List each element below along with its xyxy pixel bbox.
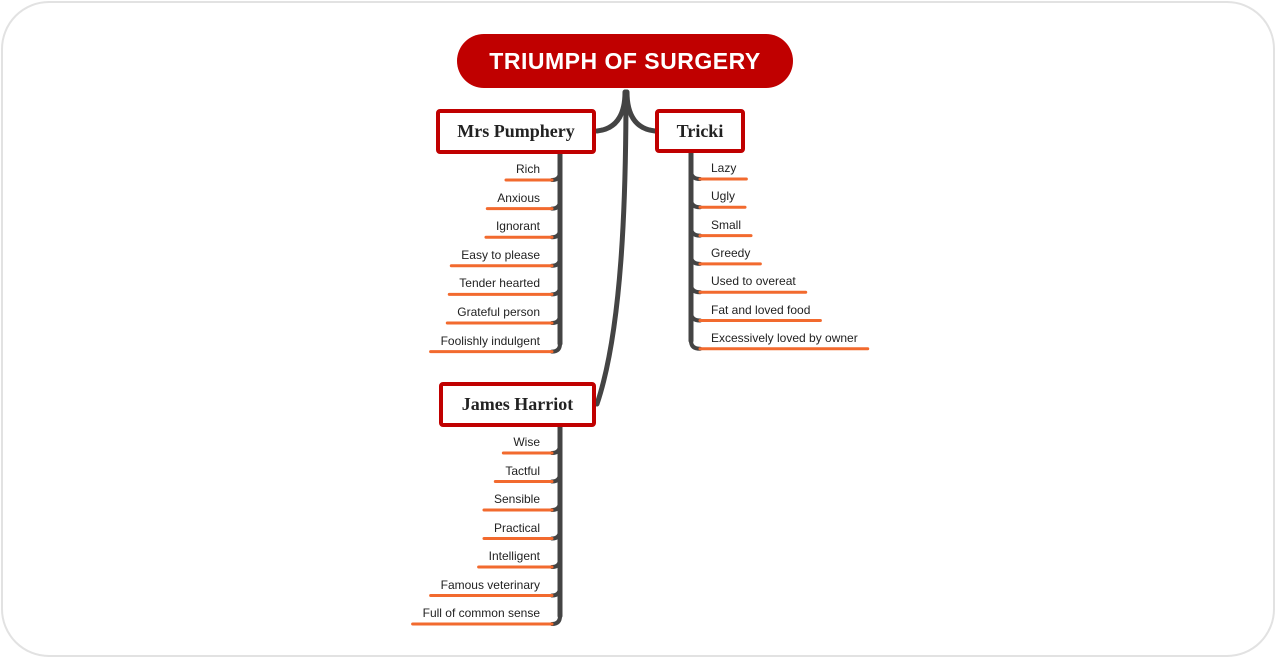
subtopic-mrs-pumphery-7[interactable]: Foolishly indulgent xyxy=(440,333,540,348)
subtopic-mrs-pumphery-1[interactable]: Rich xyxy=(515,162,540,176)
subtopic-mrs-pumphery-3[interactable]: Ignorant xyxy=(495,219,540,234)
subtopic-james-harriot-1[interactable]: Wise xyxy=(513,435,540,449)
subtopic-james-harriot-7[interactable]: Full of common sense xyxy=(422,606,540,620)
topic-mrs-pumphery[interactable]: Mrs Pumphery xyxy=(436,109,596,154)
subtopic-tricki-5[interactable]: Used to overeat xyxy=(711,274,796,289)
topic-tricki[interactable]: Tricki xyxy=(655,109,745,153)
connector-root-mrs-pumphery xyxy=(594,89,628,134)
connector-root-tricki xyxy=(624,89,658,134)
subtopic-tricki-3[interactable]: Small xyxy=(711,217,742,232)
subtopic-tricki-4[interactable]: Greedy xyxy=(711,245,751,260)
subtopic-tricki-6[interactable]: Fat and loved food xyxy=(711,302,811,317)
subtopic-james-harriot-6[interactable]: Famous veterinary xyxy=(440,577,540,592)
root-topic[interactable]: TRIUMPH OF SURGERY xyxy=(457,34,793,88)
connector-root-james-harriot xyxy=(594,89,629,407)
subtopic-james-harriot-4[interactable]: Practical xyxy=(493,520,540,535)
subtopic-mrs-pumphery-6[interactable]: Grateful person xyxy=(457,305,540,319)
subtopic-tricki-7[interactable]: Excessively loved by owner xyxy=(711,330,858,345)
subtopic-james-harriot-5[interactable]: Intelligent xyxy=(488,549,540,563)
subtopic-james-harriot-2[interactable]: Tactful xyxy=(505,463,540,478)
subtopic-tricki-1[interactable]: Lazy xyxy=(711,161,737,175)
subtopic-tricki-2[interactable]: Ugly xyxy=(711,189,736,204)
subtopic-mrs-pumphery-4[interactable]: Easy to please xyxy=(461,247,540,262)
subtopic-james-harriot-3[interactable]: Sensible xyxy=(493,492,540,506)
topic-james-harriot[interactable]: James Harriot xyxy=(439,382,596,427)
subtopic-mrs-pumphery-2[interactable]: Anxious xyxy=(497,190,540,205)
subtopic-mrs-pumphery-5[interactable]: Tender hearted xyxy=(459,276,540,291)
